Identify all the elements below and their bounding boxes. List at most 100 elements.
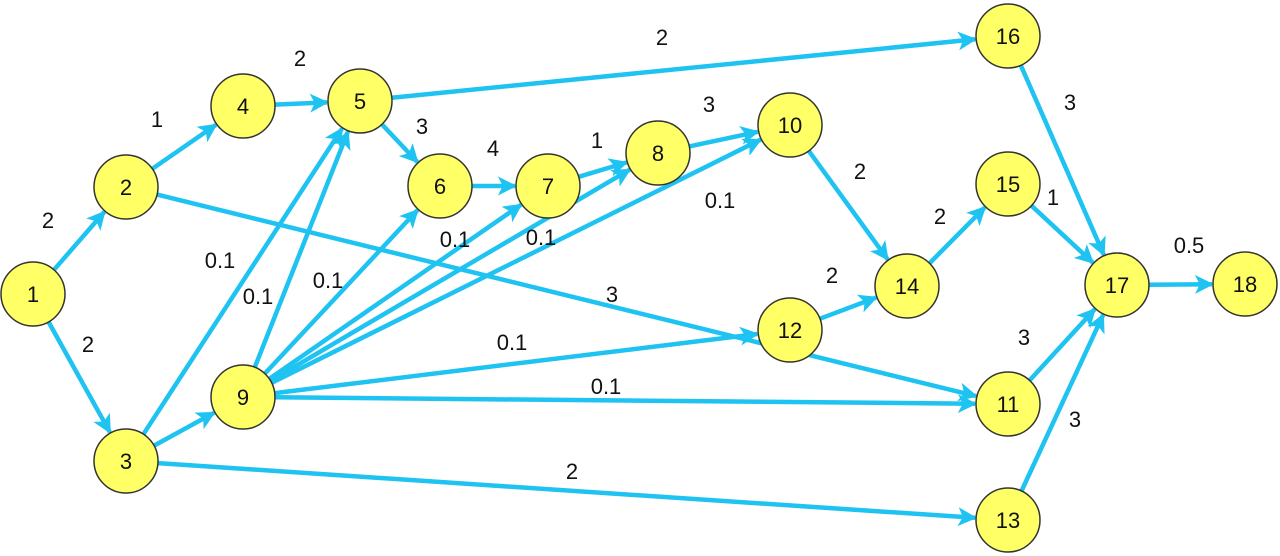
node-16: 16 — [975, 3, 1041, 69]
edge-2-to-11 — [156, 192, 978, 402]
node-7: 7 — [515, 153, 581, 219]
edge-label-4-to-5: 2 — [294, 46, 306, 71]
node-circle-15 — [975, 151, 1041, 217]
edge-12-to-14 — [819, 294, 878, 321]
edge-label-14-to-15: 2 — [934, 204, 946, 229]
node-label-13: 13 — [996, 508, 1020, 533]
node-circle-1 — [0, 261, 66, 327]
edge-13-to-17 — [1019, 313, 1106, 492]
edge-9-to-11 — [274, 394, 977, 413]
edge-label-9-to-12: 0.1 — [497, 330, 528, 355]
edge-label-6-to-7: 4 — [487, 136, 499, 161]
node-circle-6 — [407, 153, 473, 219]
edge-label-1-to-2: 2 — [42, 208, 54, 233]
edge-label-2-to-4: 1 — [151, 107, 163, 132]
node-13: 13 — [975, 487, 1041, 553]
edge-label-1-to-3: 2 — [82, 332, 94, 357]
node-5: 5 — [327, 68, 393, 134]
node-circle-13 — [975, 487, 1041, 553]
edge-label-2-to-11: 3 — [606, 282, 618, 307]
edge-label-9-to-11: 0.1 — [591, 374, 622, 399]
edge-16-to-17 — [1018, 64, 1106, 257]
edge-label-12-to-14: 2 — [826, 263, 838, 288]
node-label-14: 14 — [895, 274, 919, 299]
node-17: 17 — [1084, 252, 1150, 318]
edge-label-16-to-17: 3 — [1064, 90, 1076, 115]
node-10: 10 — [757, 92, 823, 158]
edge-15-to-17 — [1029, 204, 1095, 265]
edge-label-9-to-8: 0.1 — [526, 225, 557, 250]
node-14: 14 — [874, 253, 940, 319]
edge-label-17-to-18: 0.5 — [1174, 233, 1205, 258]
edge-9-to-12 — [274, 326, 760, 396]
node-8: 8 — [625, 120, 691, 186]
node-circle-7 — [515, 153, 581, 219]
edge-label-9-to-5: 0.1 — [243, 284, 274, 309]
node-circle-14 — [874, 253, 940, 319]
edge-4-to-5 — [274, 93, 329, 113]
edge-3-to-5 — [141, 127, 344, 436]
node-circle-8 — [625, 120, 691, 186]
node-label-17: 17 — [1105, 273, 1129, 298]
node-label-15: 15 — [996, 172, 1020, 197]
edge-14-to-15 — [927, 205, 987, 265]
edges-layer — [46, 31, 1214, 527]
edge-3-to-9 — [153, 410, 216, 448]
node-1: 1 — [0, 261, 66, 327]
edge-9-to-7 — [268, 202, 523, 381]
node-3: 3 — [93, 428, 159, 494]
node-label-18: 18 — [1233, 272, 1257, 297]
edge-10-to-14 — [806, 149, 890, 261]
node-4: 4 — [210, 73, 276, 139]
edge-label-8-to-10: 3 — [703, 92, 715, 117]
edge-label-3-to-5: 0.1 — [205, 248, 236, 273]
node-11: 11 — [975, 371, 1041, 437]
node-circle-17 — [1084, 252, 1150, 318]
node-9: 9 — [210, 364, 276, 430]
edge-label-10-to-14: 2 — [854, 159, 866, 184]
edge-label-13-to-17: 3 — [1069, 407, 1081, 432]
edge-label-15-to-17: 1 — [1047, 185, 1059, 210]
edge-label-3-to-13: 2 — [566, 459, 578, 484]
edge-label-5-to-6: 3 — [416, 114, 428, 139]
node-2: 2 — [93, 154, 159, 220]
edge-1-to-3 — [46, 320, 112, 434]
node-label-16: 16 — [996, 24, 1020, 49]
node-label-11: 11 — [997, 392, 1020, 417]
node-circle-3 — [93, 428, 159, 494]
edge-label-9-to-6: 0.1 — [313, 268, 344, 293]
node-circle-2 — [93, 154, 159, 220]
edge-5-to-16 — [391, 31, 978, 101]
node-label-7: 7 — [542, 174, 554, 199]
node-label-8: 8 — [652, 141, 664, 166]
node-label-6: 6 — [434, 174, 446, 199]
node-circle-4 — [210, 73, 276, 139]
node-label-1: 1 — [27, 282, 39, 307]
edge-label-11-to-17: 3 — [1018, 325, 1030, 350]
node-circle-5 — [327, 68, 393, 134]
node-18: 18 — [1212, 251, 1278, 317]
edge-5-to-6 — [380, 122, 420, 164]
node-12: 12 — [757, 297, 823, 363]
node-circle-11 — [975, 371, 1041, 437]
node-label-3: 3 — [120, 449, 132, 474]
node-label-4: 4 — [237, 94, 249, 119]
edge-7-to-8 — [578, 158, 629, 179]
edge-label-5-to-16: 2 — [656, 25, 668, 50]
node-circle-9 — [210, 364, 276, 430]
node-circle-10 — [757, 92, 823, 158]
edge-2-to-4 — [151, 122, 218, 171]
node-circle-16 — [975, 3, 1041, 69]
edge-3-to-13 — [157, 460, 977, 527]
node-label-5: 5 — [354, 89, 366, 114]
node-circle-12 — [757, 297, 823, 363]
edge-11-to-17 — [1027, 307, 1097, 382]
node-label-2: 2 — [120, 175, 132, 200]
edge-8-to-10 — [688, 126, 760, 149]
edge-9-to-10 — [270, 137, 763, 385]
node-label-10: 10 — [778, 113, 802, 138]
node-6: 6 — [407, 153, 473, 219]
